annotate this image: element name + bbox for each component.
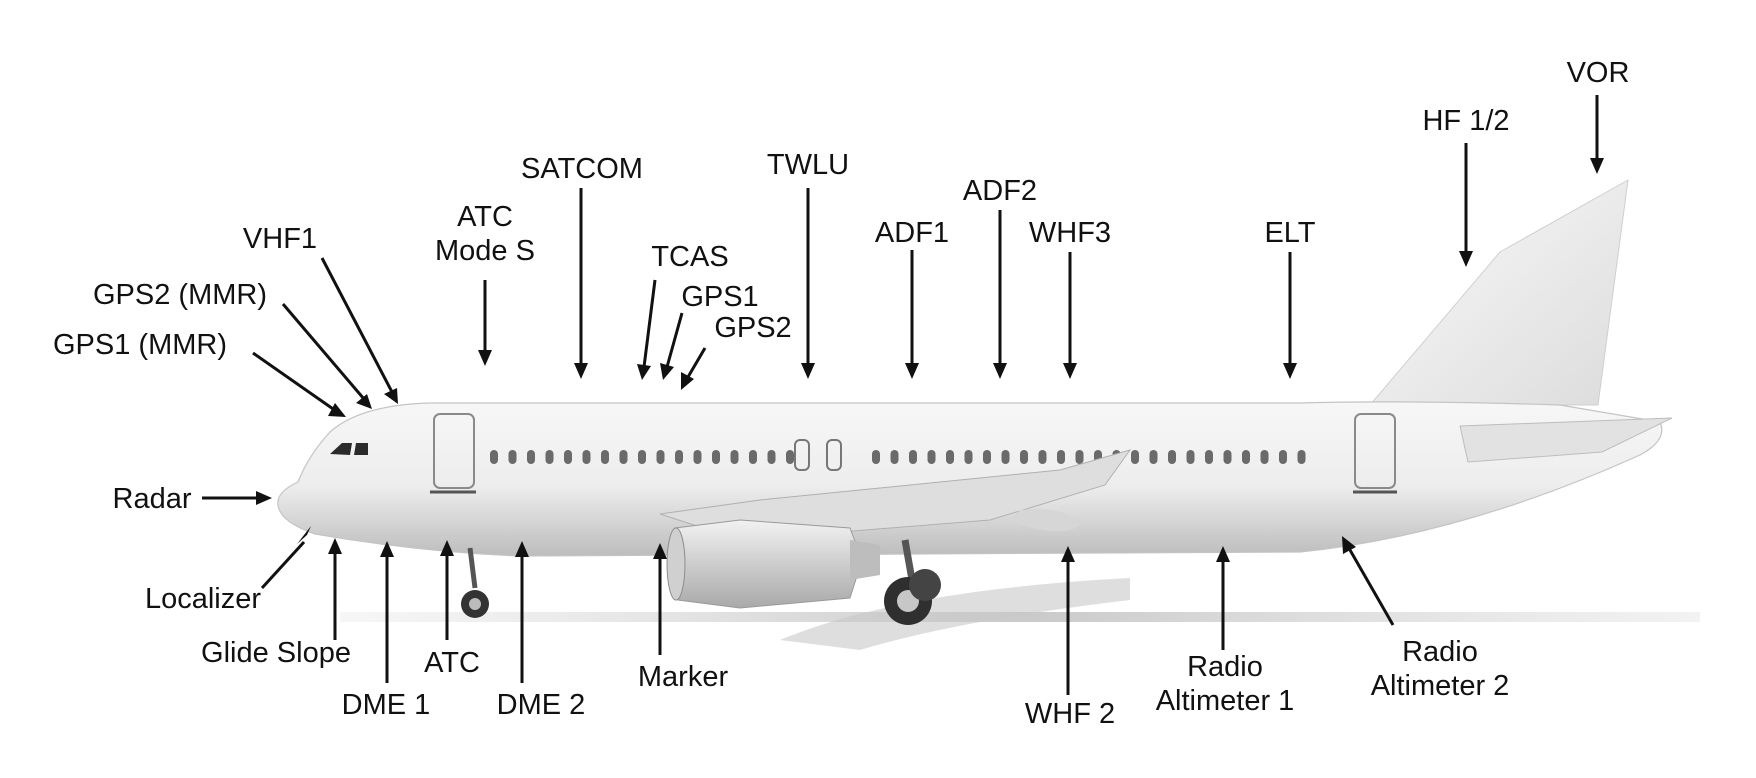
label-vor: VOR [1563,56,1633,90]
label-atc-mode-s: ATC Mode S [420,200,550,268]
label-radio-altimeter-1-line1: Radio [1140,650,1310,684]
label-whf3: WHF3 [1018,216,1122,250]
cabin-window [527,450,535,464]
label-tcas: TCAS [640,240,740,274]
label-whf-2: WHF 2 [1016,697,1124,731]
cabin-window [1039,450,1047,464]
cabin-window [1131,450,1139,464]
cabin-window [1242,450,1250,464]
label-radio-altimeter-1: Radio Altimeter 1 [1140,650,1310,718]
cabin-window [731,450,739,464]
cabin-window [712,450,720,464]
cabin-window [509,450,517,464]
label-radio-altimeter-2-line1: Radio [1352,635,1528,669]
cabin-window [1224,450,1232,464]
cabin-window [1150,450,1158,464]
label-radio-altimeter-2-line2: Altimeter 2 [1352,669,1528,703]
cabin-window [1279,450,1287,464]
cabin-window [564,450,572,464]
engine [672,520,862,608]
label-adf1: ADF1 [862,216,962,250]
cabin-window [928,450,936,464]
label-gps2-mmr: GPS2 (MMR) [80,278,280,312]
label-dme-2: DME 2 [488,688,594,722]
cabin-window [1261,450,1269,464]
label-elt: ELT [1250,216,1330,250]
label-marker: Marker [620,660,746,694]
cabin-window [872,450,880,464]
cabin-window [1168,450,1176,464]
cabin-window [1205,450,1213,464]
label-vhf1: VHF1 [232,222,328,256]
label-radio-altimeter-2: Radio Altimeter 2 [1352,635,1528,703]
label-dme-1: DME 1 [333,688,439,722]
label-twlu: TWLU [760,148,856,182]
cabin-window [946,450,954,464]
label-atc: ATC [414,646,490,680]
cabin-window [891,450,899,464]
cabin-window [1020,450,1028,464]
cabin-window [601,450,609,464]
cabin-window [657,450,665,464]
cabin-window [490,450,498,464]
label-glide-slope: Glide Slope [190,636,362,670]
cabin-window [583,450,591,464]
cabin-window [1076,450,1084,464]
cabin-window [1057,450,1065,464]
label-atc-mode-s-line1: ATC [420,200,550,234]
cabin-window [546,450,554,464]
cabin-window [675,450,683,464]
cabin-window [1002,450,1010,464]
label-radar: Radar [104,482,200,516]
cabin-window [1187,450,1195,464]
cabin-window [1298,450,1306,464]
label-adf2: ADF2 [950,174,1050,208]
label-radio-altimeter-1-line2: Altimeter 1 [1140,684,1310,718]
label-gps1-mmr: GPS1 (MMR) [40,328,240,362]
label-atc-mode-s-line2: Mode S [420,234,550,268]
cabin-window [620,450,628,464]
nose-gear [461,548,489,618]
cabin-window [786,450,794,464]
cabin-window [638,450,646,464]
label-satcom: SATCOM [518,152,646,186]
cabin-window [749,450,757,464]
cabin-window [983,450,991,464]
label-hf-1-2: HF 1/2 [1418,104,1514,138]
cabin-window [768,450,776,464]
vertical-stabilizer [1370,180,1628,405]
cabin-window [909,450,917,464]
label-gps2: GPS2 [705,311,801,345]
cabin-window [965,450,973,464]
label-localizer: Localizer [130,582,276,616]
cabin-window [694,450,702,464]
label-gps1: GPS1 [675,280,765,314]
